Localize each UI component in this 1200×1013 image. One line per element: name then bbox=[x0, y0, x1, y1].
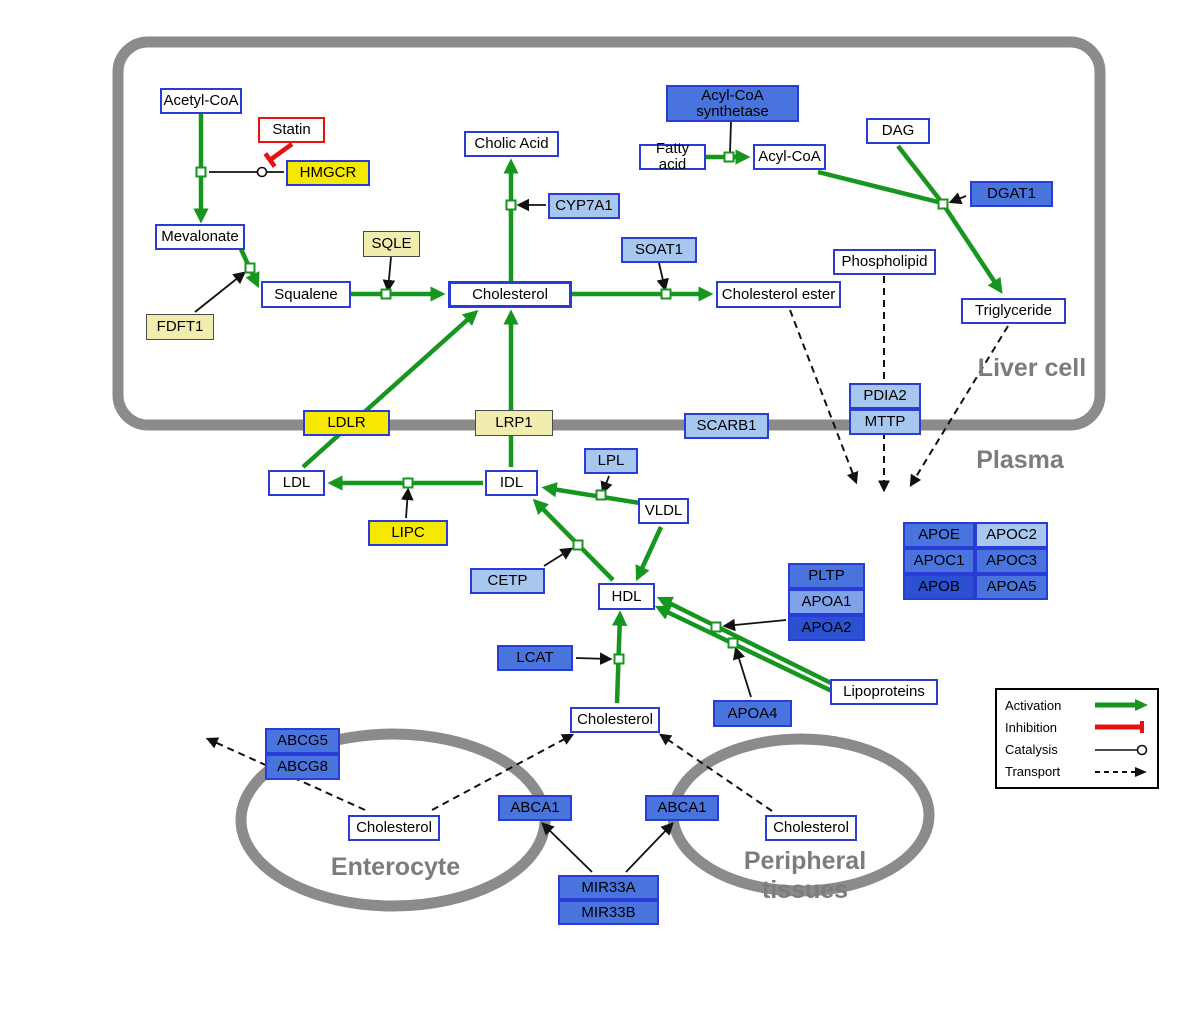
node-hdl[interactable]: HDL bbox=[598, 583, 655, 610]
node-cetp[interactable]: CETP bbox=[470, 568, 545, 594]
node-squalene[interactable]: Squalene bbox=[261, 281, 351, 308]
node-abcg5[interactable]: ABCG5 bbox=[265, 728, 340, 754]
node-fatty-acid[interactable]: Fatty acid bbox=[639, 141, 706, 173]
node-lcat[interactable]: LCAT bbox=[497, 645, 573, 671]
node-cholesterol-enterocyte[interactable]: Cholesterol bbox=[348, 815, 440, 841]
node-dgat1[interactable]: DGAT1 bbox=[970, 181, 1053, 207]
node-apoa1[interactable]: APOA1 bbox=[788, 589, 865, 615]
legend-catalysis-label: Catalysis bbox=[1005, 742, 1058, 758]
node-vldl[interactable]: VLDL bbox=[638, 498, 689, 524]
enterocyte-label: Enterocyte bbox=[330, 853, 461, 881]
node-abca1-enterocyte[interactable]: ABCA1 bbox=[498, 795, 572, 821]
node-acyl-coa[interactable]: Acyl-CoA bbox=[753, 144, 826, 170]
node-cholic-acid[interactable]: Cholic Acid bbox=[464, 131, 559, 157]
node-apoe[interactable]: APOE bbox=[903, 522, 975, 548]
node-mir33b[interactable]: MIR33B bbox=[558, 900, 659, 925]
node-lrp1[interactable]: LRP1 bbox=[475, 410, 553, 436]
node-apoa2[interactable]: APOA2 bbox=[788, 615, 865, 641]
node-lipoproteins[interactable]: Lipoproteins bbox=[830, 679, 938, 705]
node-pdia2[interactable]: PDIA2 bbox=[849, 383, 921, 409]
node-scarb1[interactable]: SCARB1 bbox=[684, 413, 769, 439]
node-phospholipid[interactable]: Phospholipid bbox=[833, 249, 936, 275]
node-mir33a[interactable]: MIR33A bbox=[558, 875, 659, 900]
liver-cell-label: Liver cell bbox=[977, 354, 1087, 382]
catalysis-circle bbox=[256, 166, 268, 178]
node-cholesterol-peripheral[interactable]: Cholesterol bbox=[765, 815, 857, 841]
legend-activation-label: Activation bbox=[1005, 697, 1062, 713]
node-apoc2[interactable]: APOC2 bbox=[975, 522, 1048, 548]
legend-transport-label: Transport bbox=[1005, 764, 1061, 780]
node-lipc[interactable]: LIPC bbox=[368, 520, 448, 546]
node-fdft1[interactable]: FDFT1 bbox=[146, 314, 214, 340]
inhibition-tbar-icon bbox=[1095, 721, 1144, 734]
peripheral-tissues-label: Peripheral tissues bbox=[743, 847, 867, 904]
node-sqle[interactable]: SQLE bbox=[363, 231, 420, 257]
legend-row-inhibition: Inhibition bbox=[1005, 720, 1149, 735]
legend-row-transport: Transport bbox=[1005, 764, 1149, 779]
node-mttp[interactable]: MTTP bbox=[849, 409, 921, 435]
node-idl[interactable]: IDL bbox=[485, 470, 538, 496]
legend-row-catalysis: Catalysis bbox=[1005, 742, 1149, 757]
activation-arrow-icon bbox=[1095, 699, 1148, 712]
node-ldl[interactable]: LDL bbox=[268, 470, 325, 496]
node-cyp7a1[interactable]: CYP7A1 bbox=[548, 193, 620, 219]
catalysis-links bbox=[194, 121, 967, 873]
node-pltp[interactable]: PLTP bbox=[788, 563, 865, 589]
node-acyl-coa-synthetase[interactable]: Acyl-CoA synthetase bbox=[666, 85, 799, 122]
node-lpl[interactable]: LPL bbox=[584, 448, 638, 474]
node-cholesterol-ester[interactable]: Cholesterol ester bbox=[716, 281, 841, 308]
node-statin[interactable]: Statin bbox=[258, 117, 325, 143]
node-abca1-peripheral[interactable]: ABCA1 bbox=[645, 795, 719, 821]
node-ldlr[interactable]: LDLR bbox=[303, 410, 390, 436]
transport-dashed-arrow-icon bbox=[1095, 766, 1147, 777]
legend-inhibition-label: Inhibition bbox=[1005, 719, 1058, 735]
node-cholesterol-liver[interactable]: Cholesterol bbox=[448, 281, 572, 308]
liver-cell-membrane bbox=[112, 36, 1106, 431]
legend-row-activation: Activation bbox=[1005, 698, 1149, 713]
node-soat1[interactable]: SOAT1 bbox=[621, 237, 697, 263]
catalysis-circle-icon bbox=[1095, 744, 1148, 755]
reaction-anchors bbox=[195, 151, 949, 665]
node-dag[interactable]: DAG bbox=[866, 118, 930, 144]
node-abcg8[interactable]: ABCG8 bbox=[265, 754, 340, 780]
legend: Activation Inhibition Catalysis Transpor… bbox=[995, 688, 1159, 789]
node-acetyl-coa[interactable]: Acetyl-CoA bbox=[160, 88, 242, 114]
node-hmgcr[interactable]: HMGCR bbox=[286, 160, 370, 186]
node-apoa5[interactable]: APOA5 bbox=[975, 574, 1048, 600]
node-mevalonate[interactable]: Mevalonate bbox=[155, 224, 245, 250]
node-apob[interactable]: APOB bbox=[903, 574, 975, 600]
node-triglyceride[interactable]: Triglyceride bbox=[961, 298, 1066, 324]
node-apoa4[interactable]: APOA4 bbox=[713, 700, 792, 727]
plasma-label: Plasma bbox=[976, 446, 1064, 474]
inhibition-link bbox=[263, 142, 294, 168]
node-apoc1[interactable]: APOC1 bbox=[903, 548, 975, 574]
node-apoc3[interactable]: APOC3 bbox=[975, 548, 1048, 574]
node-cholesterol-plasma[interactable]: Cholesterol bbox=[570, 707, 660, 733]
